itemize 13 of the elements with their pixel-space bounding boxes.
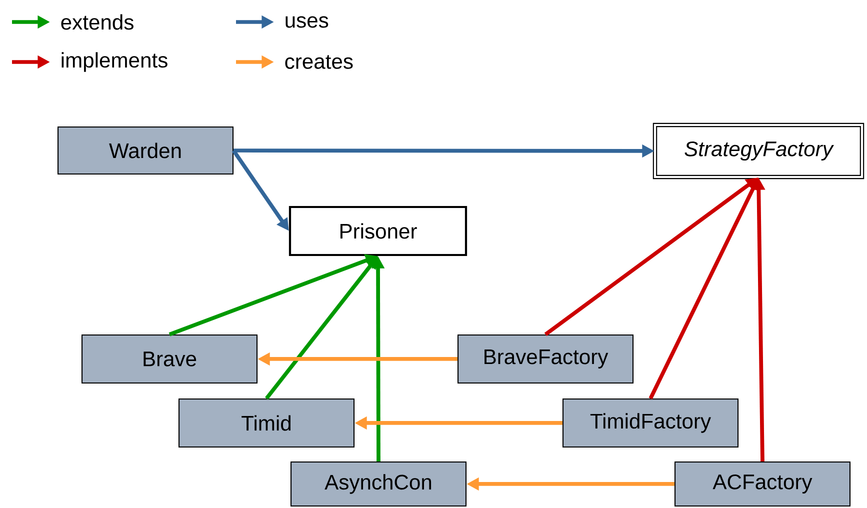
legend-label: uses	[286, 16, 328, 28]
class-box: StrategyFactory	[652, 122, 864, 180]
class-box: Prisoner	[288, 206, 468, 256]
class-box: AsynchCon	[290, 461, 467, 507]
legend-label: creates	[285, 55, 353, 69]
class-box: Timid	[178, 398, 355, 448]
legend-label: extends	[61, 14, 134, 30]
class-box: Warden	[57, 126, 234, 175]
class-box: TimidFactory	[562, 398, 739, 448]
class-box: ACFactory	[674, 461, 851, 507]
class-box: Brave	[81, 334, 258, 384]
class-box: BraveFactory	[457, 334, 634, 384]
legend-label: implements	[62, 52, 168, 72]
